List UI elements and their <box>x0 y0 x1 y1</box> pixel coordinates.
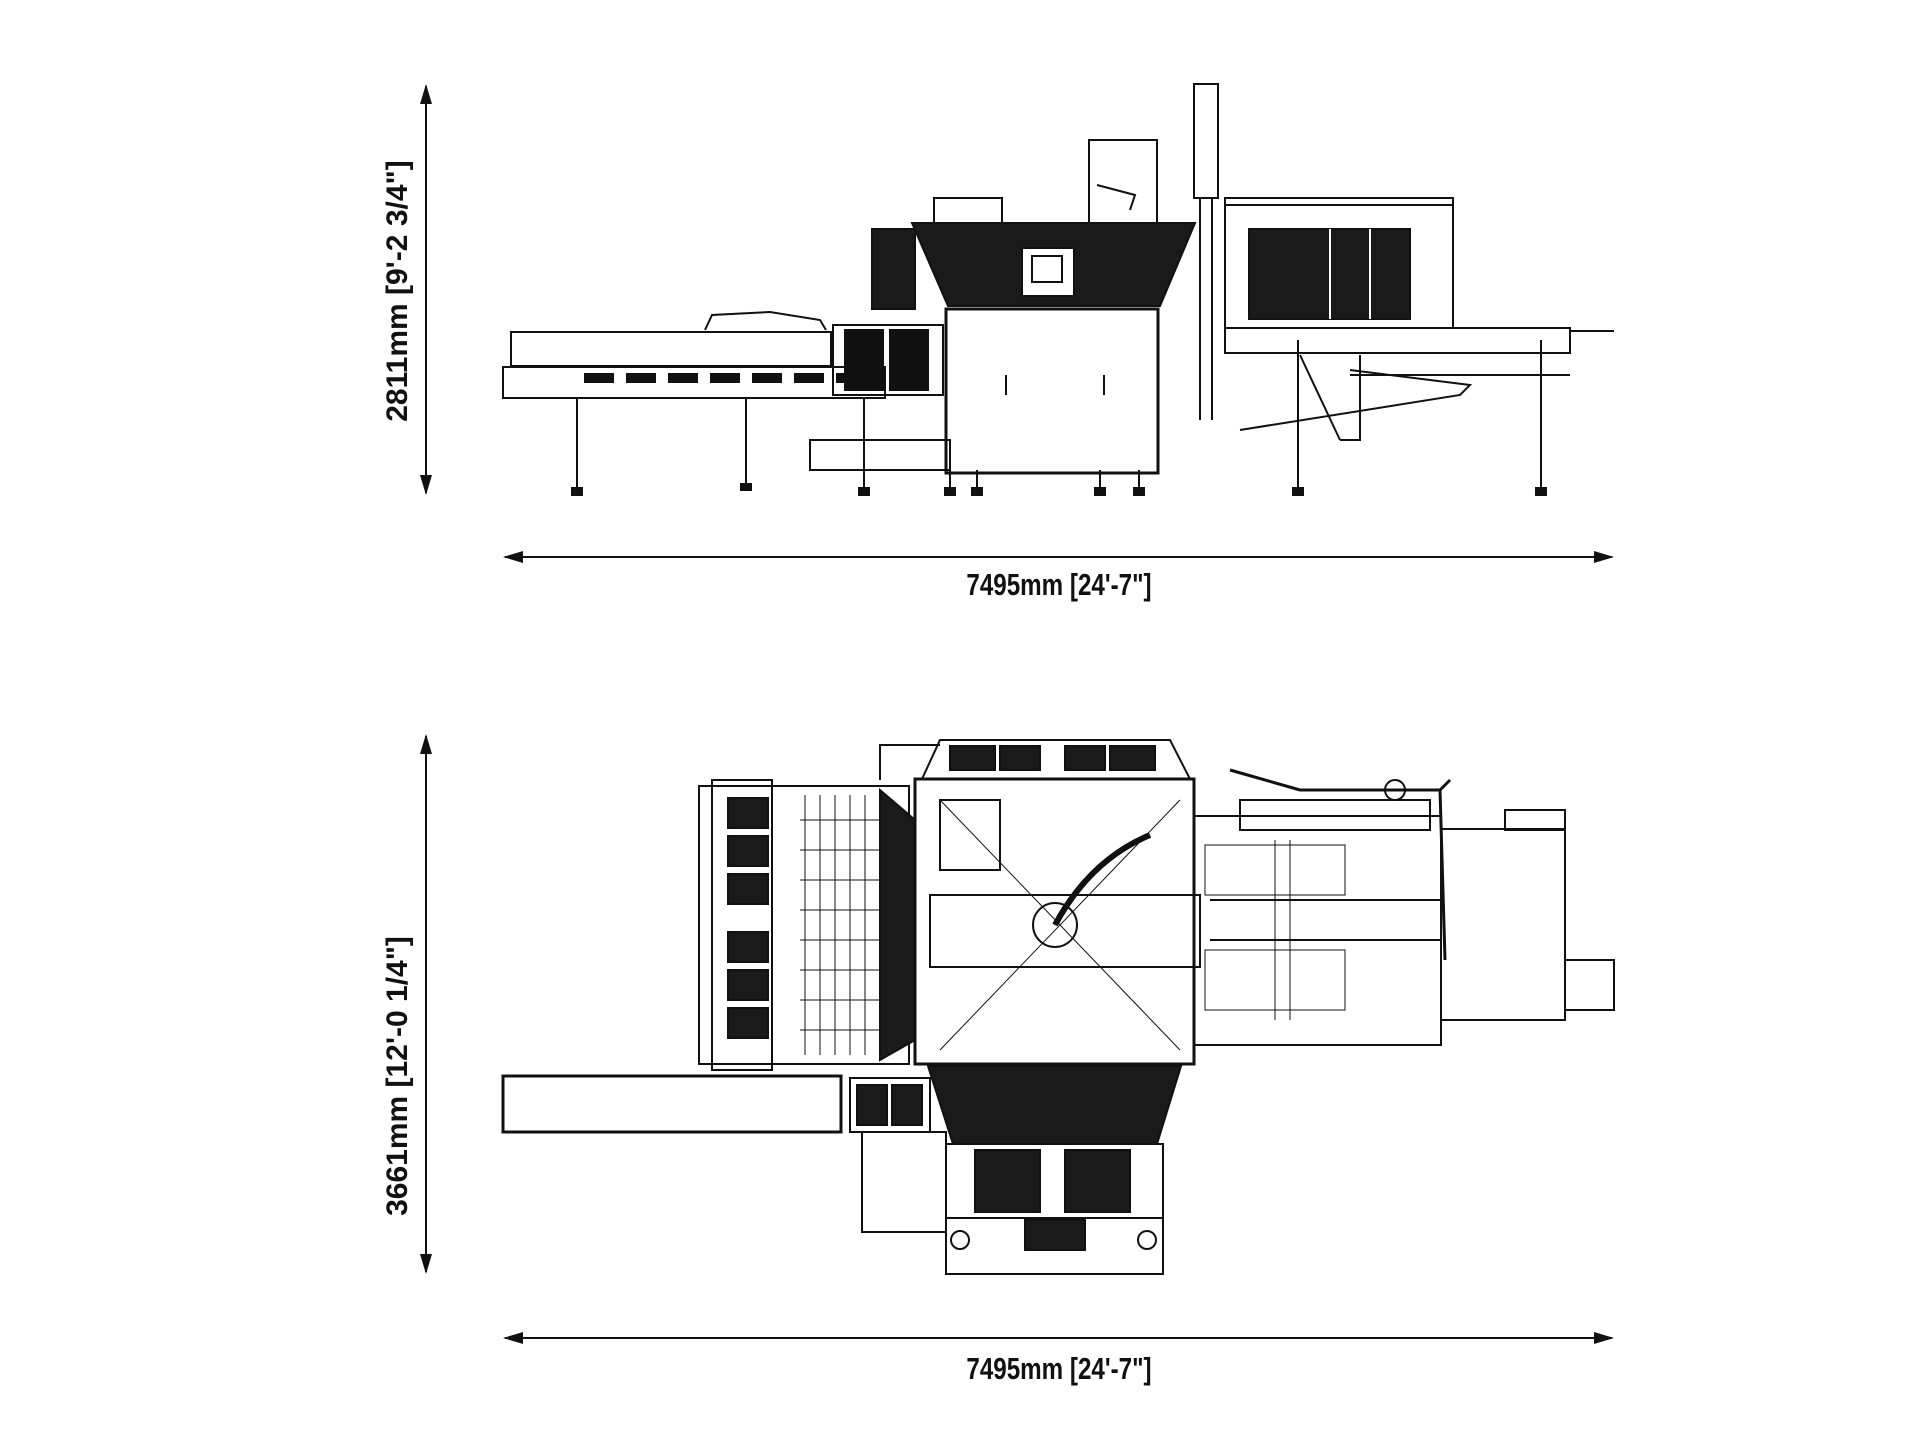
side-elevation-view <box>420 83 1614 563</box>
outfeed-conveyor <box>1224 327 1571 354</box>
cabinet-vents <box>844 329 929 391</box>
grid-lines <box>800 795 880 1055</box>
lower-platform <box>809 439 951 471</box>
top-hopper <box>920 739 1192 780</box>
upper-box <box>1088 139 1158 224</box>
plan-depth-label: 3661mm [12'-0 1/4"] <box>381 936 414 1216</box>
side-height-label: 2811mm [9'-2 3/4"] <box>381 160 414 422</box>
support-struts <box>1239 354 1473 441</box>
plan-view <box>420 734 1615 1344</box>
plan-width-label: 7495mm [24'-7"] <box>966 1351 1152 1386</box>
side-cabinet <box>832 324 944 396</box>
left-black-panel <box>871 228 916 310</box>
bottom-hopper <box>926 1065 1183 1145</box>
lower-left-conveyor <box>501 1074 843 1134</box>
left-vents <box>727 797 769 1039</box>
roller-units <box>1204 840 1346 1020</box>
rotary-head <box>1032 902 1078 948</box>
machine-legs <box>571 340 1547 496</box>
right-module <box>1193 815 1442 1046</box>
side-width-label: 7495mm [24'-7"] <box>966 567 1152 602</box>
tall-column <box>1193 83 1219 199</box>
infeed-bed <box>510 331 832 367</box>
infeed-conveyor <box>502 366 886 399</box>
infeed-hood <box>704 310 827 331</box>
conveyor-slots <box>584 373 866 383</box>
main-cabinet <box>944 307 1160 475</box>
base-plate <box>945 1217 1164 1275</box>
far-right-box <box>1440 828 1566 1021</box>
